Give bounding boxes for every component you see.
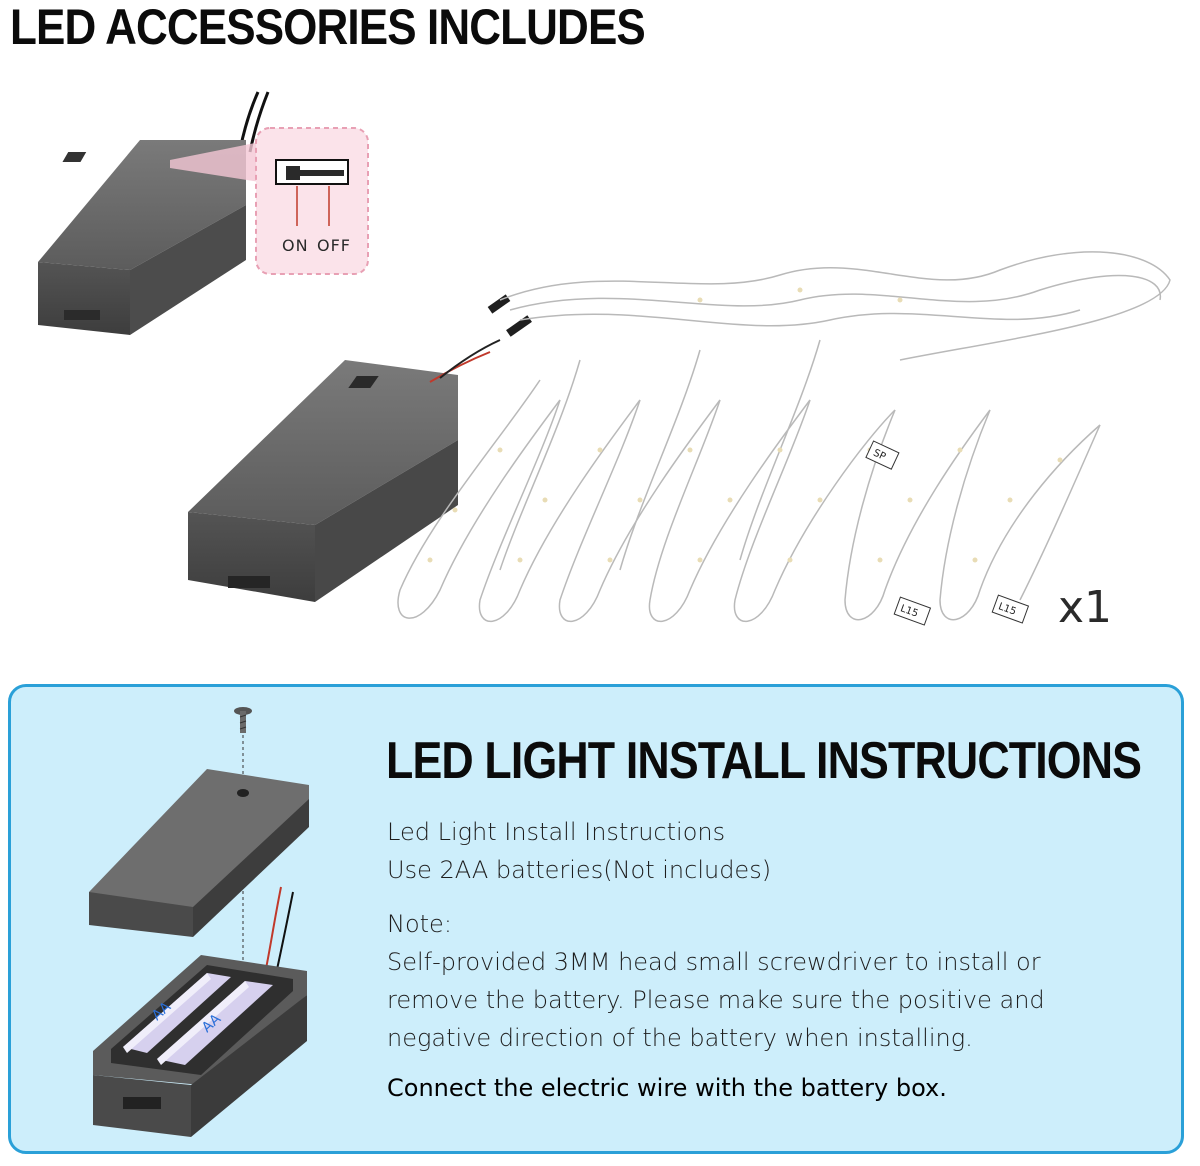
led-dots [427,287,1063,563]
instructions-title: LED LIGHT INSTALL INSTRUCTIONS [386,732,1142,790]
battery-b [157,981,273,1065]
note-line-2: remove the battery. Please make sure the… [387,986,1045,1014]
note-line-3: negative direction of the battery when i… [387,1024,973,1052]
note-line-1: Self-provided 3MM head small screwdriver… [387,948,1041,976]
tag-sp: SP [865,440,900,470]
svg-text:SP: SP [871,448,887,463]
page-title: LED ACCESSORIES INCLUDES [10,0,646,55]
tag-l15-b: L15 [991,594,1030,624]
small-battery-box: ON OFF [38,91,369,335]
instruction-line-2: Use 2AA batteries(Not includes) [387,856,772,884]
tag-l15-a: L15 [893,596,932,626]
connect-instruction: Connect the electric wire with the batte… [387,1074,947,1102]
screw-icon [234,707,252,733]
accessories-illustration: ON OFF [38,91,1171,626]
switch-off-label: OFF [317,236,351,255]
large-battery-box [188,294,532,602]
install-instructions-panel: AA AA LED LIGHT INSTALL INSTRUCTIONS Led… [8,684,1184,1154]
quantity-label: x1 [1058,582,1113,633]
note-label: Note: [387,910,452,938]
battery-a [123,973,231,1053]
instruction-line-1: Led Light Install Instructions [387,818,726,846]
instructions-body: Led Light Install Instructions Use 2AA b… [387,813,1147,1107]
switch-on-label: ON [282,236,309,255]
led-string [397,251,1171,623]
battery-box-diagram: AA AA [89,707,309,1137]
